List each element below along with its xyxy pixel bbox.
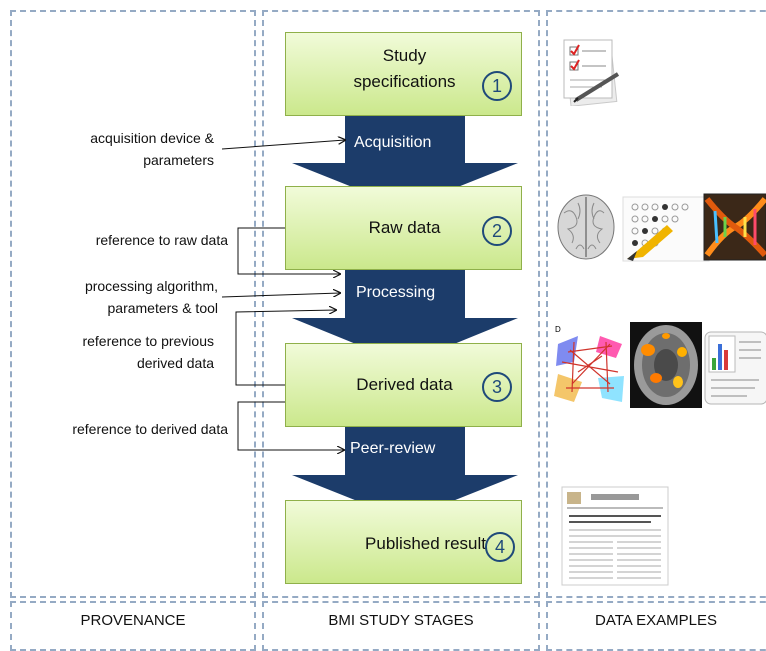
derived-ref-connector [237,401,344,450]
stage-2-number: 2 [482,216,512,246]
peer-review-arrow [292,427,518,520]
svg-text:D: D [555,325,561,334]
dna-icon [703,193,766,261]
acquisition-connector [221,140,345,150]
processing-connector [221,293,340,298]
processing-arrow [292,264,518,364]
bar-chart-document-icon [704,331,766,405]
acquisition-device-label-1: acquisition device & [90,130,214,146]
derived-ref-label: reference to derived data [72,421,228,437]
stage-study-specifications: Study specifications 1 [285,32,522,116]
stage-2-label: Raw data [368,218,441,237]
stage-4-number: 4 [485,532,515,562]
network-graph-icon: D [552,322,628,408]
paper-document-icon [561,486,669,586]
examples-column [546,10,766,598]
peer-review-label: Peer-review [350,440,436,457]
stage-published-result: Published result 4 [285,500,522,584]
prev-ref-connector [235,310,336,386]
processing-label-2: parameters & tool [107,300,219,316]
stage-1-line1: Study [382,46,427,65]
prev-ref-label-2: derived data [136,355,214,371]
stages-heading: BMI STUDY STAGES [328,612,474,629]
answer-sheet-icon [622,196,710,262]
stage-derived-data: Derived data 3 [285,343,522,427]
stage-1-line2: specifications [353,72,456,91]
stage-3-label: Derived data [356,375,453,394]
brain-activation-icon [630,322,702,408]
examples-heading: DATA EXAMPLES [595,612,717,629]
processing-label-1: processing algorithm, [84,278,218,294]
stage-3-number: 3 [482,372,512,402]
provenance-column [10,10,256,598]
stage-4-label: Published result [365,534,486,553]
raw-ref-label: reference to raw data [95,232,228,248]
prev-ref-label-1: reference to previous [82,333,214,349]
acquisition-arrow [292,116,518,208]
checklist-icon [563,39,620,106]
acquisition-label: Acquisition [354,134,432,151]
provenance-heading: PROVENANCE [80,612,186,629]
stages-column [262,10,540,598]
brain-icon [557,194,615,260]
stage-raw-data: Raw data 2 [285,186,522,270]
raw-ref-connector [237,227,340,274]
processing-label: Processing [356,284,436,301]
stage-1-number: 1 [482,71,512,101]
acquisition-device-label-2: parameters [143,152,214,168]
